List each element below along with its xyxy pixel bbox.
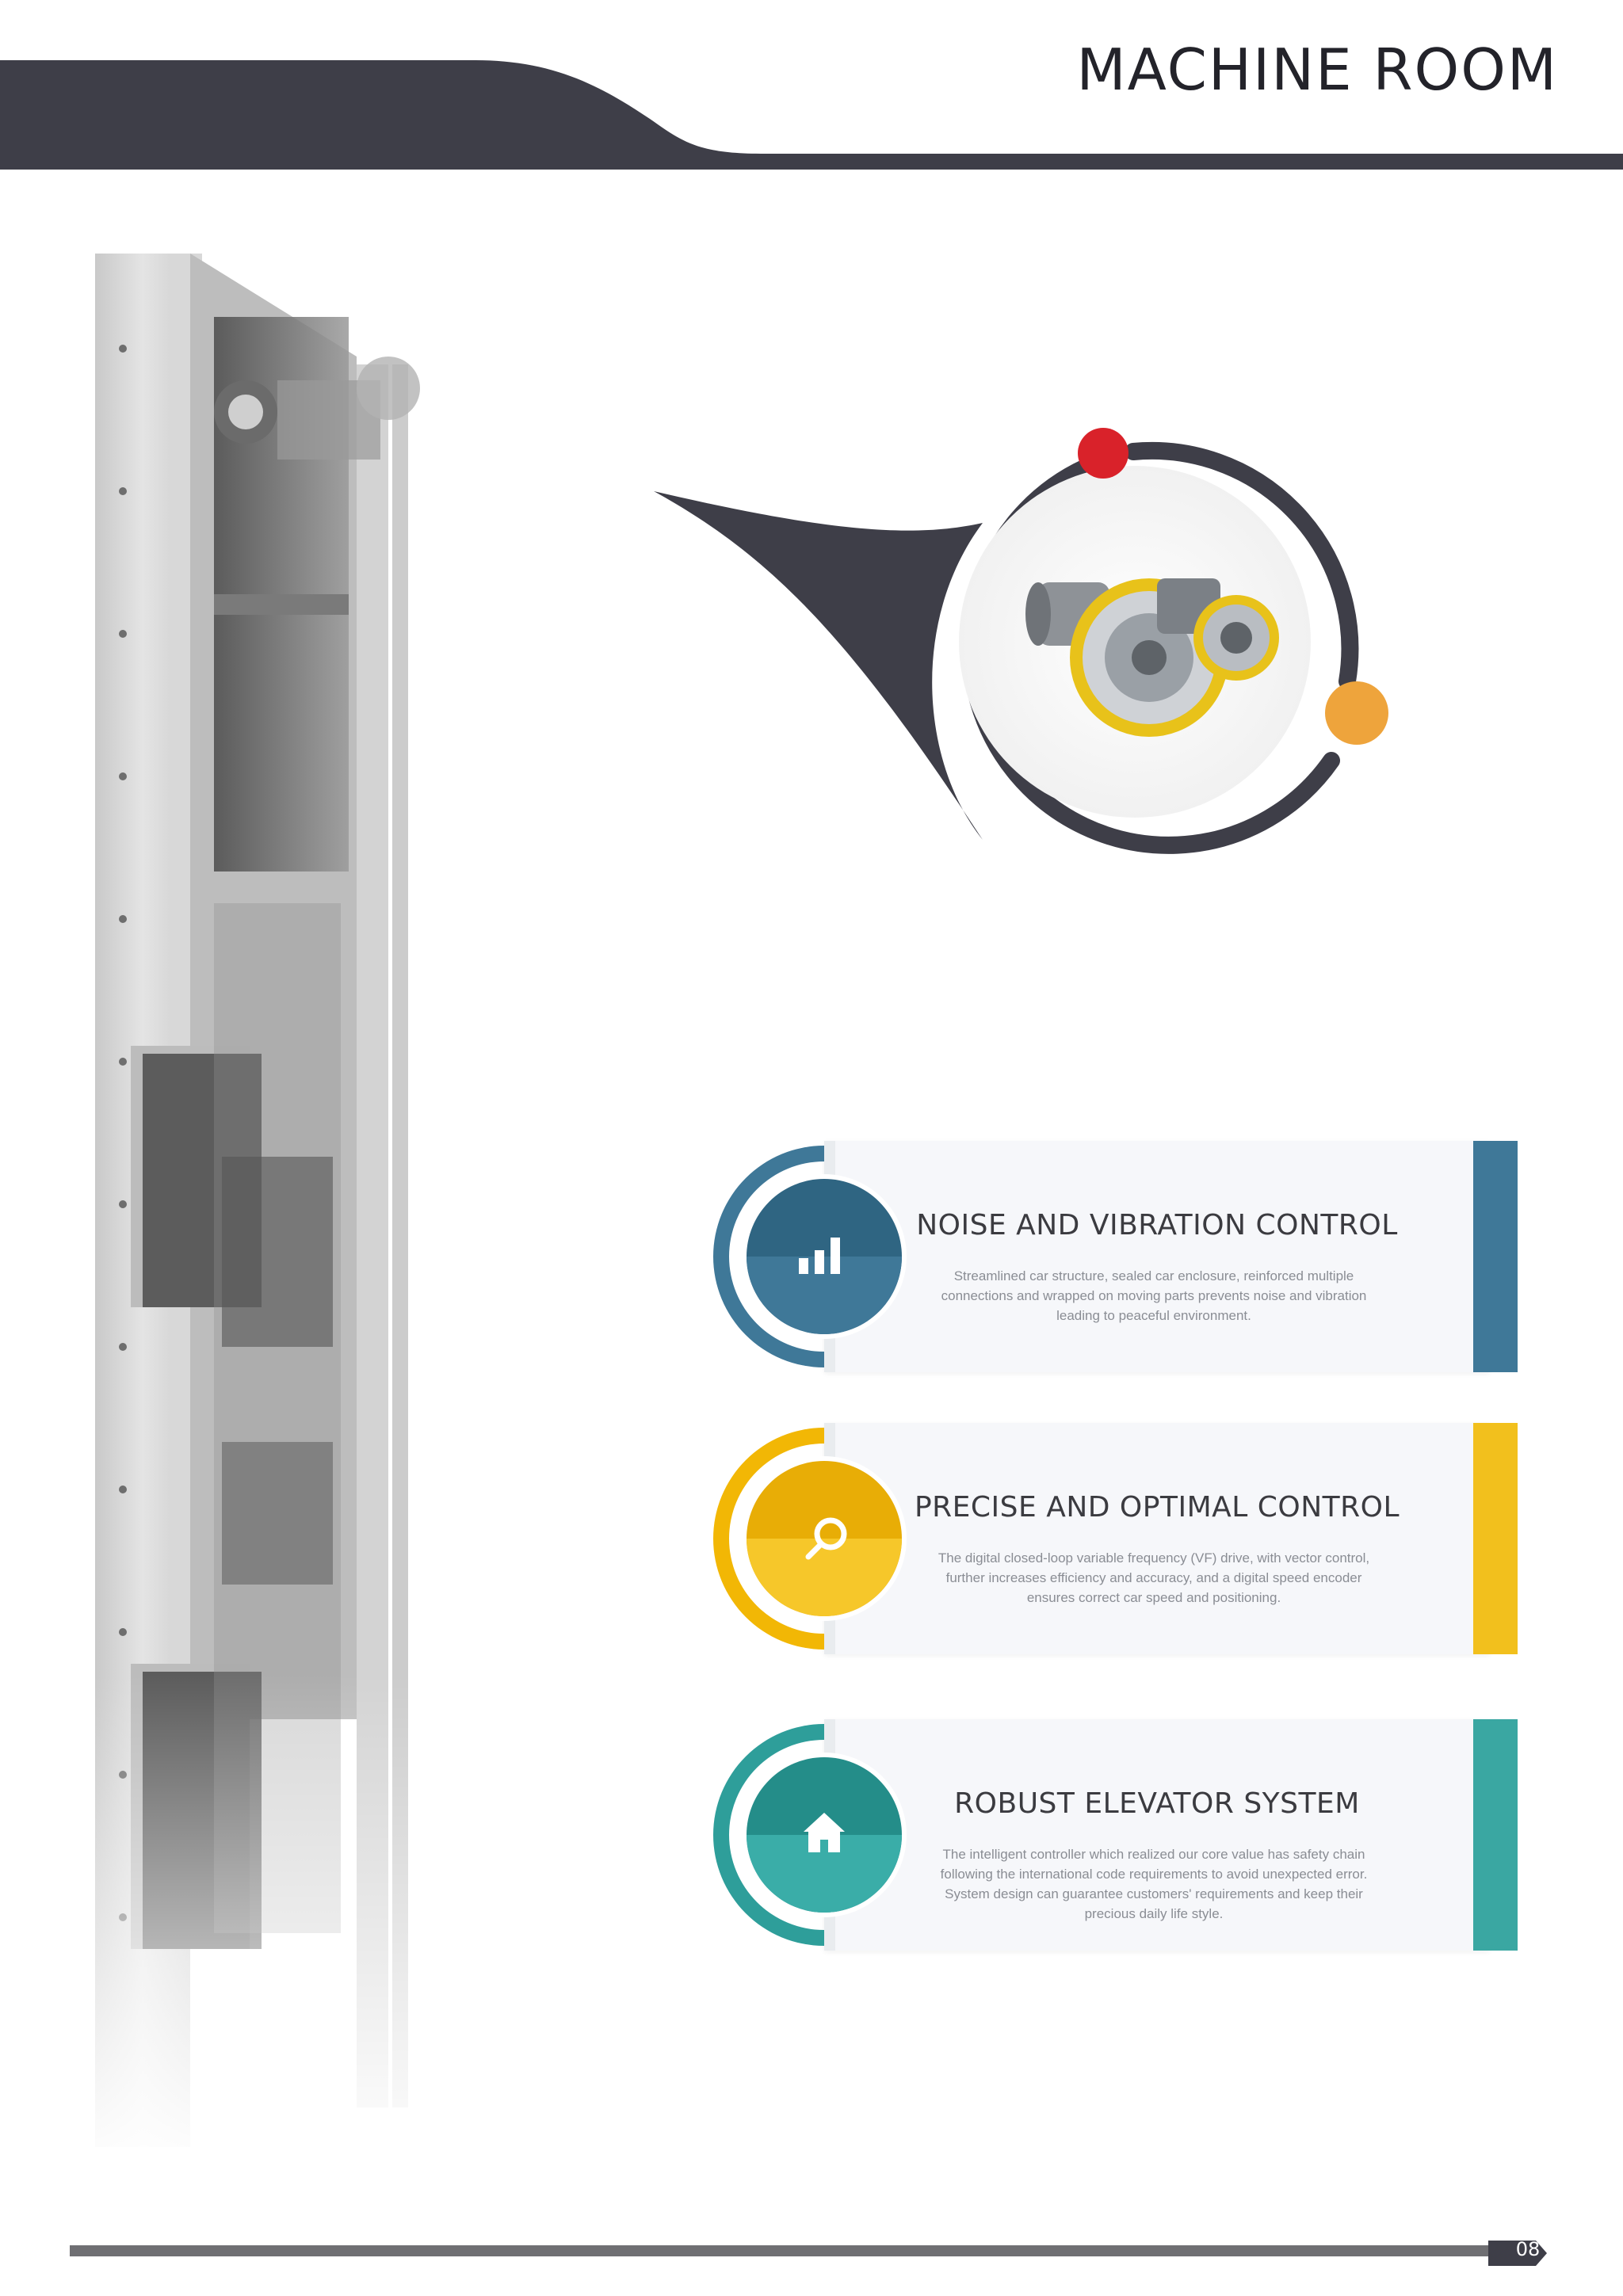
card-background xyxy=(824,1719,1490,1951)
card-accent-stripe xyxy=(1473,1141,1518,1372)
card-icon-badge xyxy=(713,1141,907,1372)
magnifier-icon xyxy=(805,1517,847,1560)
feature-card-precise-control: PRECISE AND OPTIMAL CONTROL The digital … xyxy=(705,1423,1518,1654)
feature-title: ROBUST ELEVATOR SYSTEM xyxy=(954,1787,1360,1820)
feature-card-noise-vibration: NOISE AND VIBRATION CONTROL Streamlined … xyxy=(705,1141,1518,1372)
header-band xyxy=(0,60,1623,170)
feature-description: The intelligent controller which realize… xyxy=(940,1847,1368,1921)
gear-machine-icon xyxy=(1025,578,1279,737)
footer-rule xyxy=(70,2241,1547,2266)
page-number: 08 xyxy=(1515,2238,1541,2260)
elevator-shaft-illustration xyxy=(95,254,460,2147)
card-accent-stripe xyxy=(1473,1719,1518,1951)
feature-card-robust-system: ROBUST ELEVATOR SYSTEM The intelligent c… xyxy=(705,1719,1518,1951)
home-icon xyxy=(804,1813,845,1852)
card-background xyxy=(824,1423,1490,1654)
card-background xyxy=(824,1141,1490,1372)
card-icon-badge xyxy=(713,1423,907,1654)
feature-description: The digital closed-loop variable frequen… xyxy=(938,1550,1370,1605)
traction-machine-callout xyxy=(654,428,1388,854)
feature-title: NOISE AND VIBRATION CONTROL xyxy=(916,1209,1398,1241)
card-icon-badge xyxy=(713,1719,907,1951)
card-accent-stripe xyxy=(1473,1423,1518,1654)
feature-description: Streamlined car structure, sealed car en… xyxy=(941,1268,1367,1323)
feature-title: PRECISE AND OPTIMAL CONTROL xyxy=(914,1491,1400,1524)
bar-chart-icon xyxy=(799,1238,840,1274)
page-title: MACHINE ROOM xyxy=(1076,36,1558,103)
